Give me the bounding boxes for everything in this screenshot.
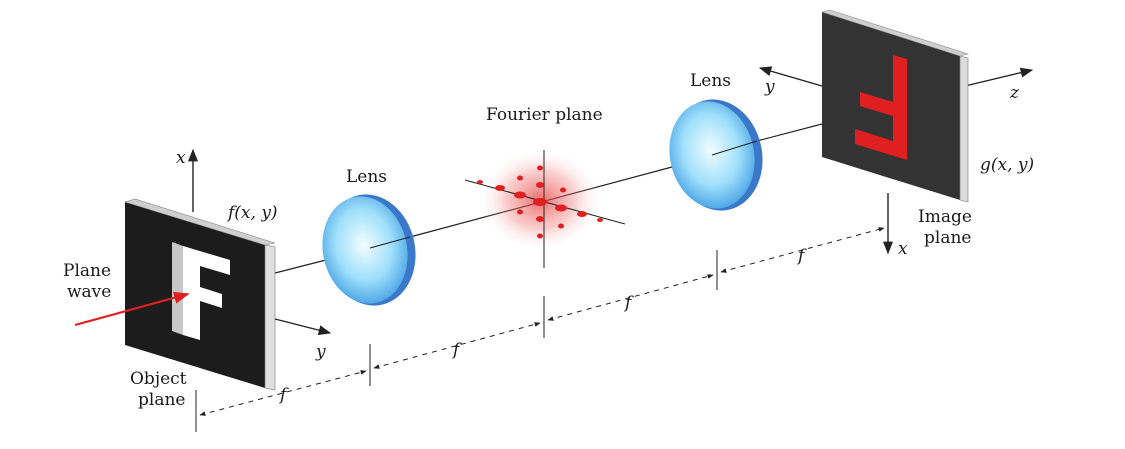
object-plane-label-1: Object (130, 369, 187, 389)
focal-length-label-3: f (623, 293, 634, 313)
plane-wave-label-2: wave (67, 282, 111, 302)
fourier-plane (464, 148, 626, 268)
lens-right (669, 99, 763, 211)
object-plane-label-2: plane (138, 390, 185, 410)
focal-length-label-1: f (278, 385, 289, 405)
lens-left (322, 194, 416, 306)
focal-length-label-4: f (796, 246, 807, 266)
focal-dimensions (195, 222, 889, 432)
image-axis-x-label: x (898, 239, 908, 259)
lens-left-label: Lens (346, 167, 387, 187)
letter-F-icon (172, 242, 230, 340)
plane-wave-label-1: Plane (63, 261, 111, 281)
focal-length-label-2: f (451, 340, 462, 360)
plane-wave-arrow (74, 291, 190, 327)
object-axis-x-label: x (176, 148, 186, 168)
image-function-label: g(x, y) (980, 155, 1034, 175)
fourier-plane-label: Fourier plane (486, 105, 603, 125)
object-axis-y-label: y (315, 342, 326, 362)
axis-z-label: z (1009, 83, 1020, 103)
object-axes (187, 148, 332, 336)
lens-right-label: Lens (690, 71, 731, 91)
fourier-spots (477, 165, 603, 239)
image-axis-y-label: y (764, 77, 775, 97)
inverted-letter-F-icon (855, 55, 907, 160)
object-function-label: f(x, y) (226, 203, 278, 223)
image-plane-label-2: plane (924, 228, 971, 248)
image-plane-label-1: Image (918, 207, 972, 227)
